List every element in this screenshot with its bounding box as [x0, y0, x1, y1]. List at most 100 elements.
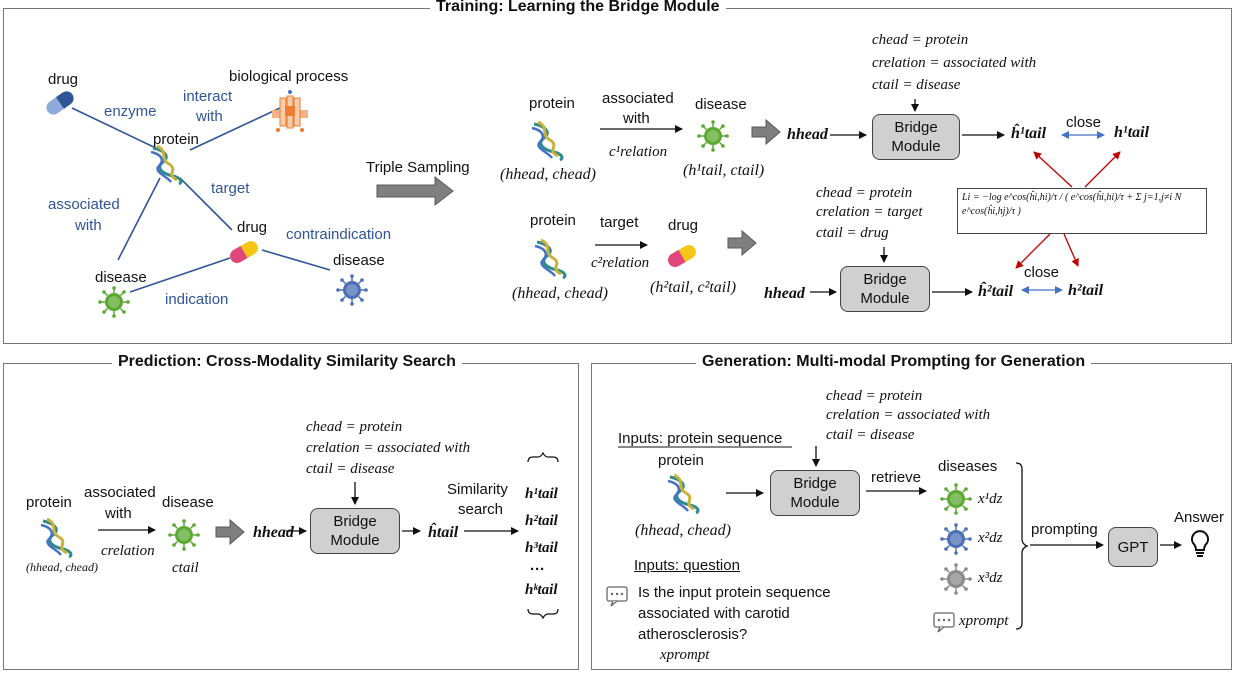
- gen-x-dz-1: x¹dz: [978, 491, 1003, 507]
- bridge2-label-2: Module: [860, 290, 910, 307]
- triple1-relation-1: associated: [602, 90, 674, 107]
- generation-panel: Generation: Multi-modal Prompting for Ge…: [591, 353, 1232, 670]
- graph-disease-left: disease: [95, 269, 147, 286]
- graph-interact: interact: [183, 88, 233, 105]
- cond1-line3: ctail = disease: [872, 77, 961, 93]
- gen-bridge-label-1: Bridge: [793, 475, 837, 492]
- gen-inputs-question: Inputs: question: [634, 557, 740, 574]
- graph-associated: associated: [48, 196, 120, 213]
- biological-process-icon: [272, 90, 308, 132]
- pred-protein: protein: [26, 494, 72, 511]
- gen-diseases: diseases: [938, 458, 998, 475]
- pred-candidate-1: h¹tail: [525, 486, 558, 502]
- pred-h-hat: ĥtail: [428, 524, 459, 541]
- pred-c-relation: crelation: [101, 543, 155, 559]
- pred-candidate-2: h²tail: [525, 513, 558, 529]
- triple1-head: protein: [529, 95, 575, 112]
- triple-sampling-arrow: [376, 175, 454, 207]
- pred-similarity-2: search: [458, 501, 504, 518]
- pred-to-head-arrow: [215, 518, 245, 546]
- bridge2-h-head: hhead: [764, 285, 805, 302]
- bridge1-h-hat: ĥ¹tail: [1011, 125, 1047, 142]
- cond2-line1: chead = protein: [816, 185, 913, 201]
- cond1-line2: crelation = associated with: [872, 55, 1037, 71]
- bridge2-h-tail: h²tail: [1068, 282, 1104, 299]
- gen-head-pair: (hhead, chead): [635, 522, 731, 539]
- bridge1-label-1: Bridge: [894, 119, 938, 136]
- graph-drug-mid: drug: [237, 219, 268, 236]
- training-panel: Training: Learning the Bridge Module: [3, 0, 1232, 344]
- gen-question-line-3: atherosclerosis?: [638, 626, 748, 643]
- gen-retrieve: retrieve: [871, 469, 922, 486]
- pred-disease: disease: [162, 494, 214, 511]
- graph-biological-process: biological process: [229, 68, 349, 85]
- triple1-tail: disease: [695, 96, 747, 113]
- close-1: close: [1066, 114, 1102, 131]
- gen-x-prompt-bottom: xprompt: [660, 647, 710, 663]
- triple1-tail-pair: (h¹tail, ctail): [683, 162, 765, 179]
- triple1-relation-2: with: [623, 110, 650, 127]
- pred-similarity-1: Similarity: [447, 481, 508, 498]
- pill-blue-icon: [46, 91, 74, 115]
- bridge1-h-head: hhead: [787, 126, 828, 143]
- loss-arrows: [1015, 151, 1121, 269]
- bridge1-h-tail: h¹tail: [1114, 124, 1150, 141]
- close-2: close: [1024, 264, 1060, 281]
- gpt-box: GPT: [1108, 527, 1158, 567]
- triple2-tail-pair: (h²tail, c²tail): [650, 279, 737, 296]
- gen-inputs-seq: Inputs: protein sequence: [618, 430, 783, 447]
- graph-indication: indication: [165, 291, 229, 308]
- gen-cond-line1: chead = protein: [826, 388, 923, 404]
- gen-bridge-label-2: Module: [790, 494, 840, 511]
- triple2-to-head-arrow: [727, 229, 757, 257]
- bridge1-label-2: Module: [891, 138, 941, 155]
- graph-target: target: [211, 180, 250, 197]
- candidates-brace-bottom: [527, 608, 559, 620]
- triple1-head-pair: (hhead, chead): [500, 166, 596, 183]
- graph-disease-right: disease: [333, 252, 385, 269]
- bridge2-label-1: Bridge: [863, 271, 907, 288]
- pred-head-pair: (hhead, chead): [26, 560, 98, 574]
- generation-title: Generation: Multi-modal Prompting for Ge…: [696, 353, 1092, 371]
- prediction-panel: Prediction: Cross-Modality Similarity Se…: [3, 353, 579, 670]
- gen-x-prompt-right: xprompt: [959, 613, 1009, 629]
- graph-edges: [71, 107, 331, 293]
- graph-contraindication: contraindication: [286, 226, 392, 243]
- gen-question-line-2: associated with carotid: [638, 605, 790, 622]
- gen-x-dz-2: x²dz: [978, 530, 1003, 546]
- triple1-c-relation: c¹relation: [609, 144, 668, 160]
- pred-c-tail: ctail: [172, 560, 199, 576]
- prediction-title: Prediction: Cross-Modality Similarity Se…: [112, 353, 462, 371]
- gen-question-line-1: Is the input protein sequence: [638, 584, 831, 601]
- triple1-to-head-arrow: [751, 118, 781, 146]
- pred-h-head: hhead: [253, 524, 294, 541]
- triple2-relation: target: [600, 214, 639, 231]
- gen-protein: protein: [658, 452, 704, 469]
- triple2-head-pair: (hhead, chead): [512, 285, 608, 302]
- gen-answer: Answer: [1174, 509, 1225, 526]
- gen-brace: [1015, 462, 1029, 630]
- pred-bridge-label-2: Module: [330, 532, 380, 549]
- pred-cond-line2: crelation = associated with: [306, 440, 471, 456]
- cond2-line2: crelation = target: [816, 204, 923, 220]
- gen-cond-line2: crelation = associated with: [826, 407, 991, 423]
- triple2-head: protein: [530, 212, 576, 229]
- cond1-line1: chead = protein: [872, 32, 969, 48]
- training-title: Training: Learning the Bridge Module: [430, 0, 726, 16]
- pred-candidate-3: h³tail: [525, 540, 558, 556]
- graph-with: with: [196, 108, 223, 125]
- gen-cond-line3: ctail = disease: [826, 427, 915, 443]
- pred-candidate-ellipsis: ···: [530, 561, 545, 578]
- pred-relation-1: associated: [84, 484, 156, 501]
- gen-prompting: prompting: [1031, 521, 1098, 538]
- candidates-brace-top: [527, 451, 559, 463]
- triple2-c-relation: c²relation: [591, 255, 650, 271]
- triple-sampling-label: Triple Sampling: [366, 159, 470, 176]
- lightbulb-icon: [1191, 530, 1209, 557]
- pred-bridge-label-1: Bridge: [333, 513, 377, 530]
